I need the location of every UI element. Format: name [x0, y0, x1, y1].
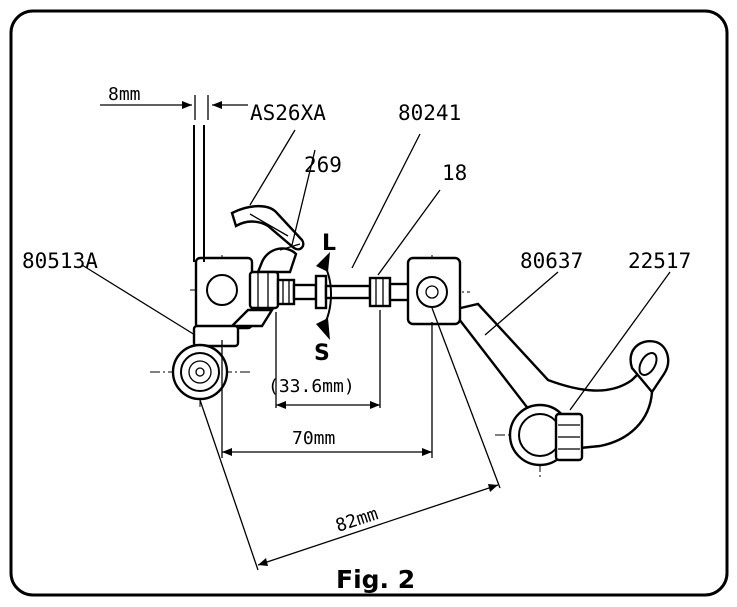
label-adjust-long: L: [322, 231, 336, 256]
label-nut: 18: [442, 161, 467, 185]
label-clamp-screw: 22517: [628, 249, 691, 273]
lever-as26xa: [230, 204, 305, 274]
figure-caption: Fig. 2: [336, 565, 415, 594]
crank-arm-80637: [449, 302, 670, 467]
label-rod-length: (33.6mm): [268, 376, 355, 397]
label-lever-offset: 8mm: [108, 84, 141, 105]
left-housing: [192, 256, 280, 348]
left-roller: [171, 343, 229, 401]
figure-frame: [9, 9, 729, 597]
label-crank-arm: 80637: [520, 249, 583, 273]
label-pivot-distance: 70mm: [292, 428, 335, 449]
label-lever: AS26XA: [250, 101, 326, 125]
label-adjust-short: S: [314, 341, 330, 366]
adjust-arrow: [316, 252, 332, 340]
label-screw: 269: [304, 153, 342, 177]
right-housing: [406, 256, 462, 326]
dimension-lines: [81, 95, 671, 571]
label-rod: 80241: [398, 101, 461, 125]
rod-assembly: [276, 274, 412, 310]
label-base-clamp: 80513A: [22, 249, 98, 273]
